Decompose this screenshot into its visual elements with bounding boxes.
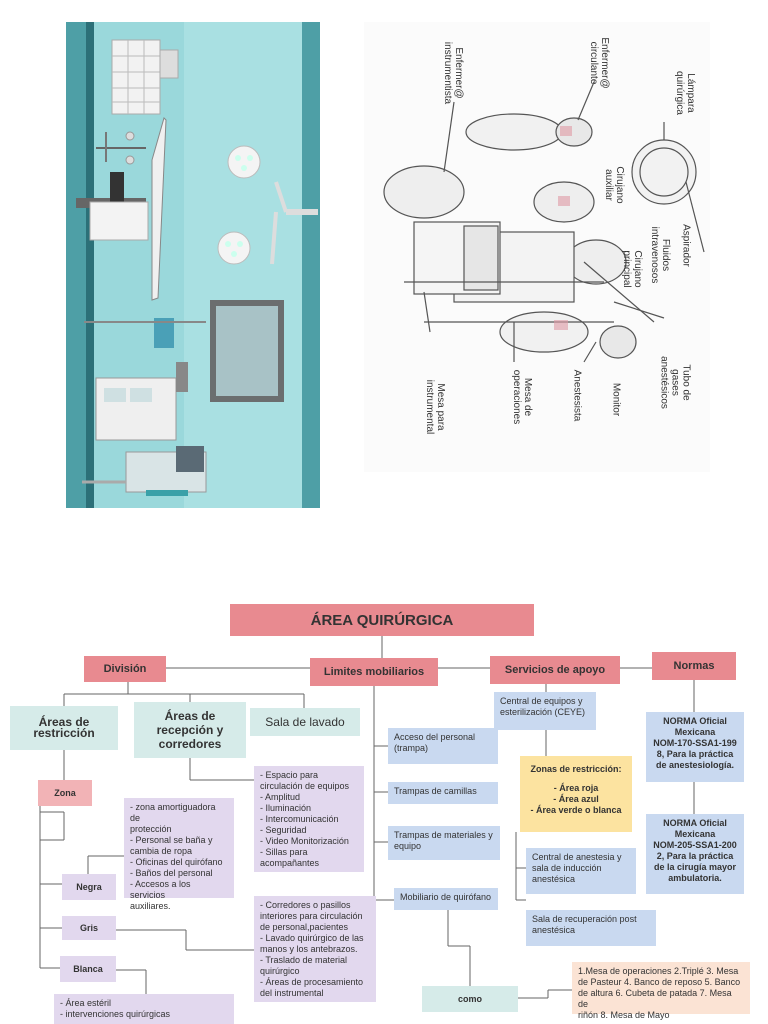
zonas-restriccion-list: - Área roja - Área azul - Área verde o b… <box>530 783 622 815</box>
node-trampas-camillas: Trampas de camillas <box>388 782 498 804</box>
node-servicios-apoyo: Servicios de apoyo <box>490 656 620 684</box>
map-title: ÁREA QUIRÚRGICA <box>230 604 534 636</box>
node-sala-lavado: Sala de lavado <box>250 708 360 736</box>
node-trampas-materiales: Trampas de materiales y equipo <box>388 826 500 860</box>
operating-room-drawing <box>66 22 320 508</box>
node-gris: Gris <box>62 916 116 940</box>
node-areas-restriccion: Áreas de restricción <box>10 706 118 750</box>
gris-description: - Corredores o pasillos interiores para … <box>254 896 376 1002</box>
node-como: como <box>422 986 518 1012</box>
node-acceso-personal: Acceso del personal (trampa) <box>388 728 498 764</box>
node-norma-170: NORMA Oficial Mexicana NOM-170-SSA1-199 … <box>646 712 744 782</box>
node-zonas-restriccion: Zonas de restricción: - Área roja - Área… <box>520 756 632 832</box>
mobiliario-list: 1.Mesa de operaciones 2.Triplé 3. Mesa d… <box>572 962 750 1020</box>
node-ceye: Central de equipos y esterilización (CEY… <box>494 692 596 730</box>
recepcion-description: - Espacio para circulación de equipos - … <box>254 766 364 872</box>
node-areas-recepcion: Áreas de recepción y corredores <box>134 702 246 758</box>
surgical-team-sketch <box>364 22 710 472</box>
node-sala-recuperacion: Sala de recuperación post anestésica <box>526 910 656 946</box>
node-negra: Negra <box>62 874 116 900</box>
node-central-anestesia: Central de anestesia y sala de inducción… <box>526 848 636 894</box>
negra-description: - zona amortiguadora de protección - Per… <box>124 798 234 911</box>
node-normas: Normas <box>652 652 736 680</box>
node-division: División <box>84 656 166 682</box>
node-norma-205: NORMA Oficial Mexicana NOM-205-SSA1-200 … <box>646 814 744 894</box>
zonas-restriccion-title: Zonas de restricción: <box>530 764 622 774</box>
surgical-team-illustration: Lámpara quirúrgica Enfermer@ circulante … <box>364 22 710 472</box>
blanca-description: - Área estéril - intervenciones quirúrgi… <box>54 994 234 1024</box>
operating-room-illustration <box>66 22 320 508</box>
node-limites-mobiliarios: Limites mobiliarios <box>310 658 438 686</box>
node-zona: Zona <box>38 780 92 806</box>
node-blanca: Blanca <box>60 956 116 982</box>
node-mobiliario-quirofano: Mobiliario de quirófano <box>394 888 498 910</box>
